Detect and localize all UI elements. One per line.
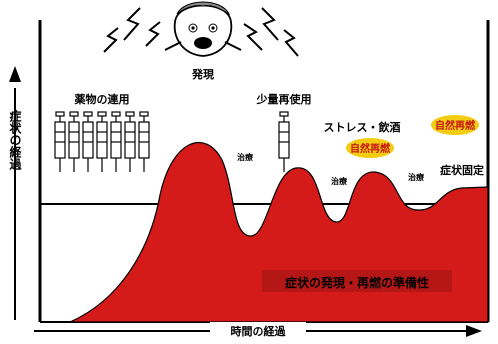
y-axis-label: 症状の経過 — [8, 109, 22, 171]
lightning-icon — [103, 7, 299, 57]
syringe-icon — [124, 111, 136, 172]
syringe-icon — [82, 111, 94, 172]
syringe-icon — [68, 111, 80, 172]
small-use-label: 少量再使用 — [256, 92, 312, 106]
x-axis-arrow-head — [466, 325, 482, 337]
y-axis-arrow-head — [9, 66, 21, 82]
badge-bg — [431, 115, 479, 135]
drug-use-label: 薬物の連用 — [75, 92, 130, 106]
banner-label: 症状の発現・再燃の準備性 — [285, 275, 429, 290]
syringe-group — [54, 111, 290, 172]
remission-label-1: 治療 — [237, 152, 254, 162]
x-axis-label-bg — [210, 322, 306, 338]
syringe-icon — [278, 111, 290, 172]
syringe-icon — [110, 111, 122, 172]
syringe-icon — [96, 111, 108, 172]
syringe-icon — [54, 111, 66, 172]
syringe-icon — [138, 111, 150, 172]
spontaneous-label-1: 自然再燃 — [350, 142, 391, 155]
screaming-face-icon — [164, 1, 242, 57]
stress-alcohol-label: ストレス・飲酒 — [324, 120, 401, 134]
spontaneous-label-2: 自然再燃 — [435, 119, 476, 132]
fixed-label: 症状固定 — [440, 163, 484, 177]
symptom-curve — [69, 142, 489, 323]
remission-label-2: 治療 — [331, 176, 348, 186]
badge-bg — [346, 138, 394, 158]
remission-label-3: 治療 — [408, 172, 425, 182]
onset-label: 発現 — [191, 67, 214, 81]
banner-box — [262, 270, 452, 292]
x-axis-label: 時間の経過 — [231, 324, 287, 338]
